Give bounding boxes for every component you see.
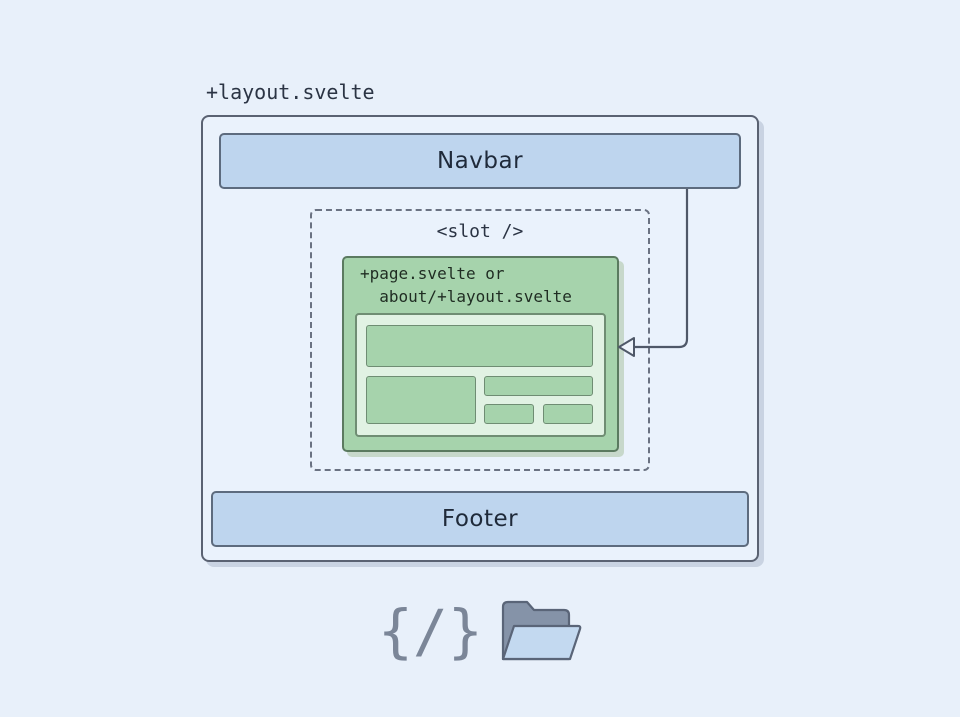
navbar-block: Navbar xyxy=(219,133,741,189)
page-label: +page.svelte or about/+layout.svelte xyxy=(360,264,572,306)
code-braces-icon: {/} xyxy=(378,597,483,665)
wireframe-header-block xyxy=(366,325,593,367)
wireframe-small-block xyxy=(543,404,593,424)
wireframe-small-block xyxy=(484,404,534,424)
folder-open-icon xyxy=(501,600,582,661)
layout-label: +layout.svelte xyxy=(206,80,375,104)
slot-label: <slot /> xyxy=(436,221,524,242)
footer-block: Footer xyxy=(211,491,749,547)
wireframe-side-block xyxy=(484,376,593,396)
wireframe-main-block xyxy=(366,376,476,424)
